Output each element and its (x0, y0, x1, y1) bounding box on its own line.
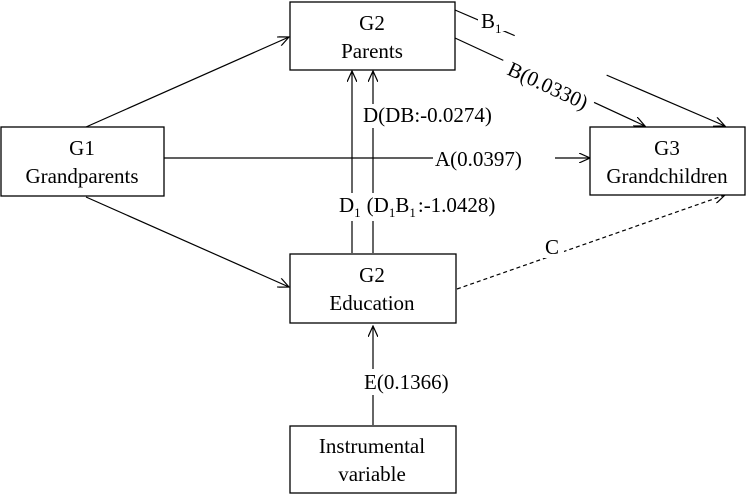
label-b1: B1 (481, 9, 502, 36)
label-a: A(0.0397) (435, 147, 522, 171)
svg-text:G3: G3 (654, 136, 680, 160)
label-d: D(DB:-0.0274) (363, 103, 492, 127)
svg-text:G1: G1 (69, 136, 95, 160)
node-g2-education: G2 Education (289, 253, 457, 324)
svg-text:Grandparents: Grandparents (25, 164, 138, 188)
node-g3-grandchildren: G3 Grandchildren (589, 126, 746, 196)
node-instrumental-variable: Instrumental variable (289, 425, 457, 494)
svg-text:G2: G2 (359, 11, 385, 35)
svg-text:Parents: Parents (341, 39, 403, 63)
edge-g1-to-education (85, 196, 289, 287)
edge-g1-to-parents (85, 37, 289, 128)
svg-text:G2: G2 (359, 263, 385, 287)
label-e: E(0.1366) (364, 370, 449, 394)
svg-text:variable: variable (338, 462, 406, 486)
svg-text:Grandchildren: Grandchildren (606, 164, 728, 188)
label-d1: D1(D1B1:-1.0428) (339, 193, 495, 220)
label-c: C (545, 235, 559, 259)
node-g2-parents: G2 Parents (289, 1, 456, 71)
node-g1-grandparents: G1 Grandparents (0, 126, 165, 197)
svg-text:Instrumental: Instrumental (319, 434, 425, 458)
svg-text:Education: Education (329, 291, 415, 315)
edge-c-education-to-g3 (456, 195, 725, 290)
